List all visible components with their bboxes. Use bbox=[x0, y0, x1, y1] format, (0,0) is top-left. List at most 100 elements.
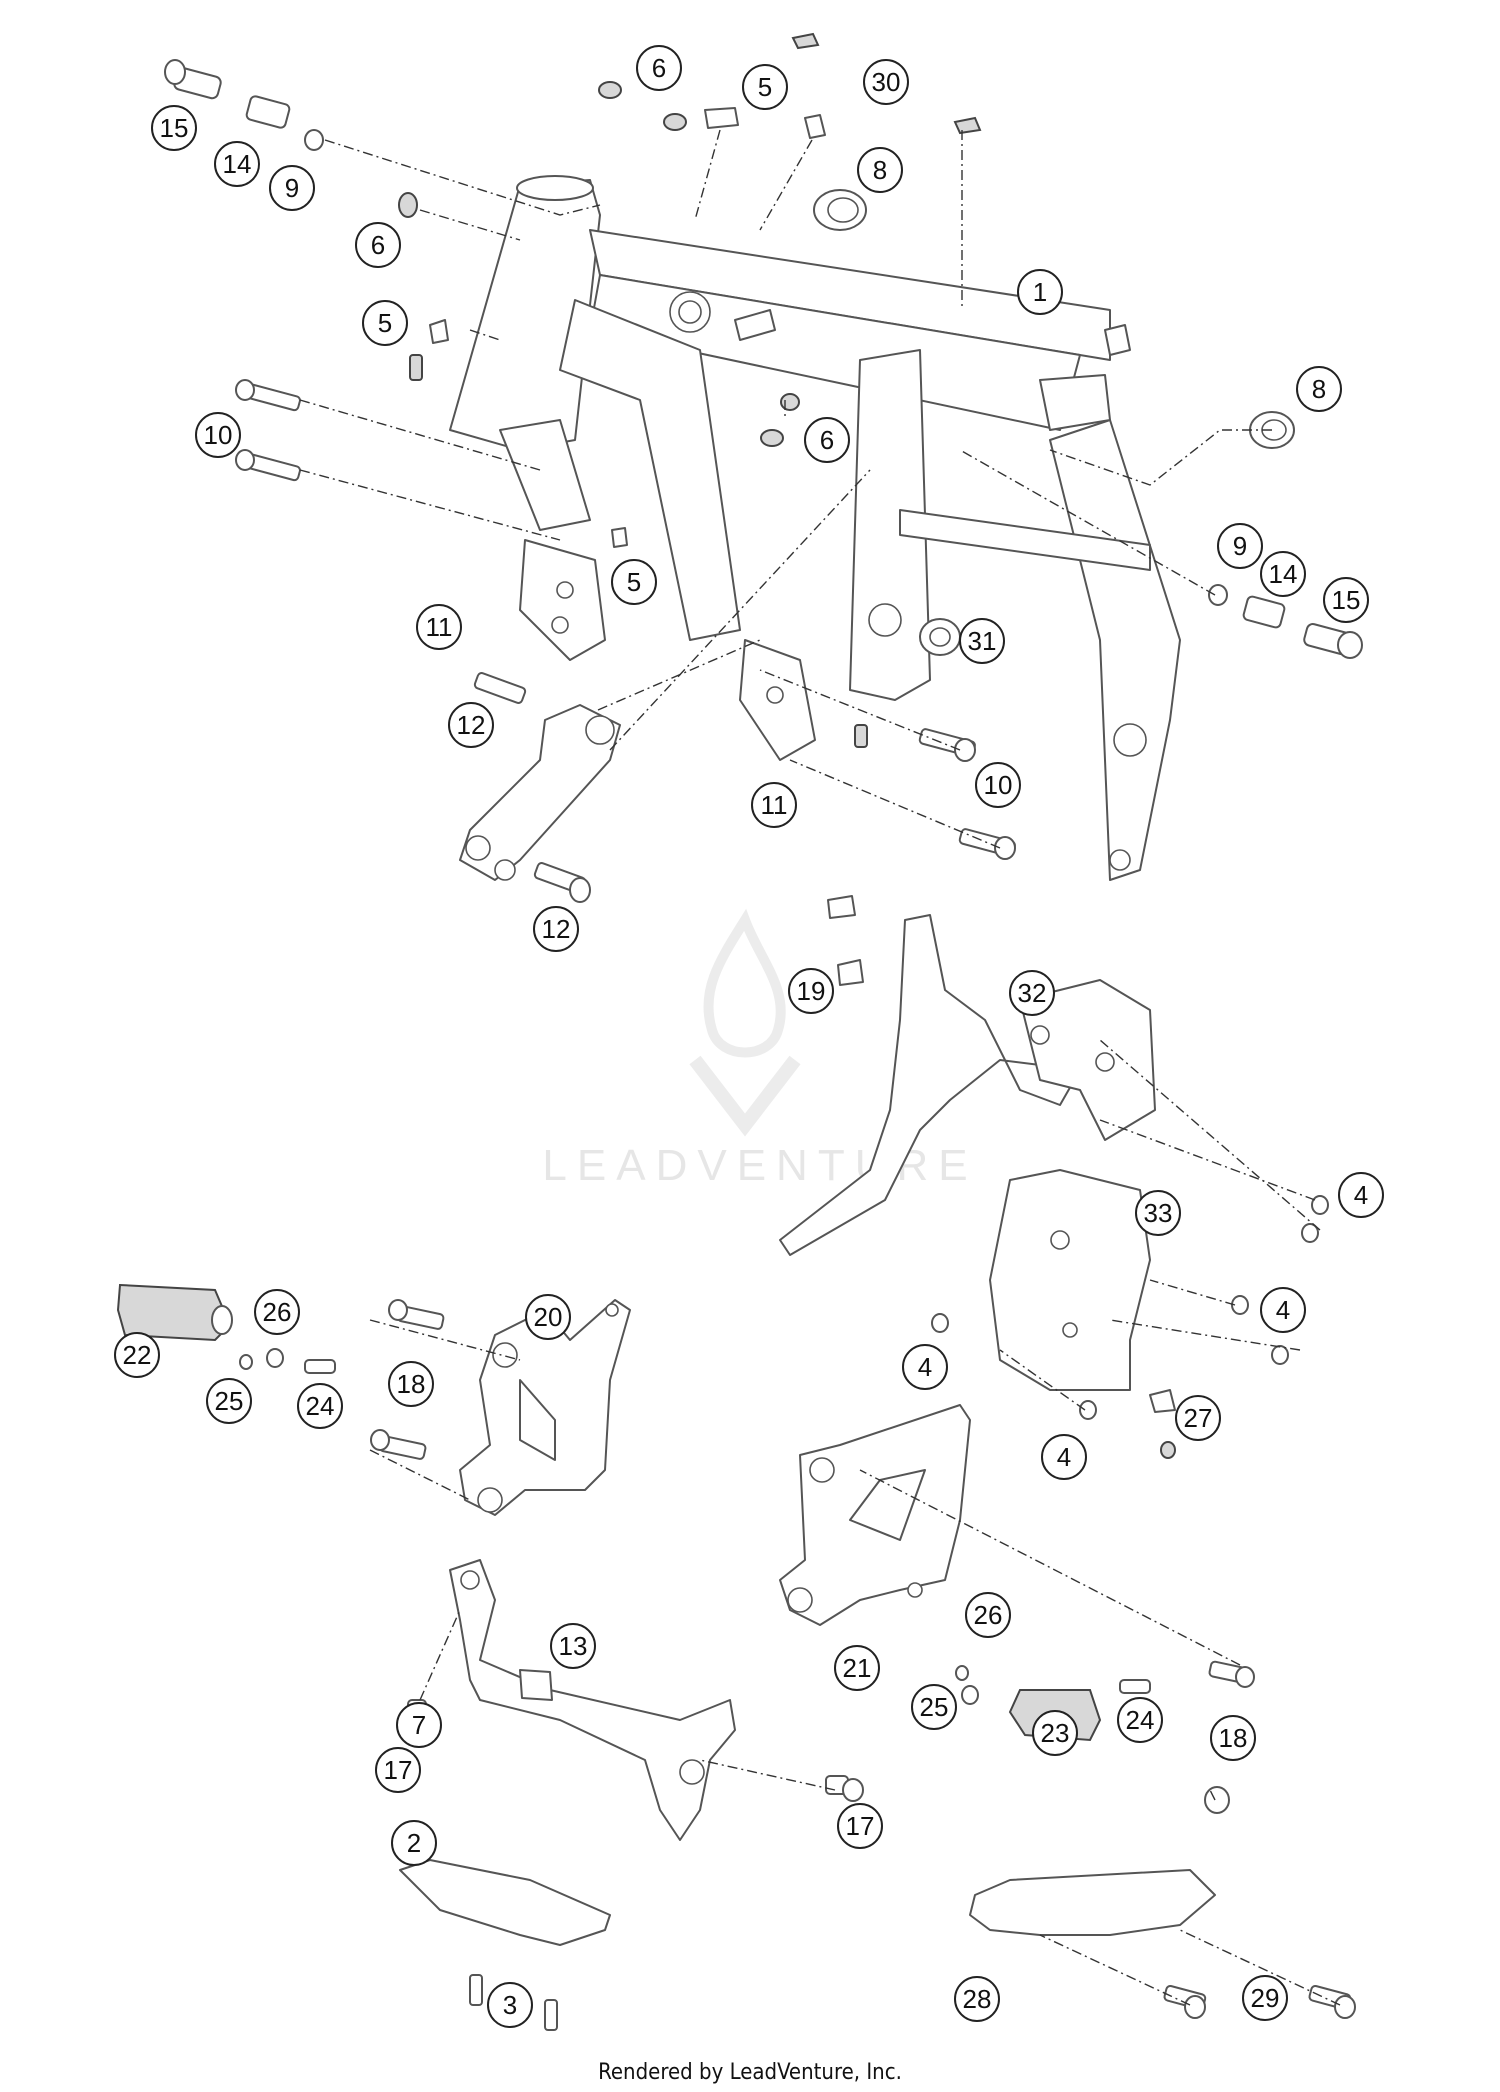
callout-26: 26 bbox=[254, 1289, 300, 1335]
callout-24: 24 bbox=[1117, 1697, 1163, 1743]
callout-4: 4 bbox=[1041, 1434, 1087, 1480]
callout-circle bbox=[975, 762, 1021, 808]
callout-number: 18 bbox=[397, 1369, 426, 1399]
callout-circle bbox=[1260, 1287, 1306, 1333]
callout-number: 9 bbox=[1233, 531, 1247, 561]
callout-circle bbox=[525, 1294, 571, 1340]
callout-circle bbox=[254, 1289, 300, 1335]
callout-circle bbox=[206, 1378, 252, 1424]
callout-number: 27 bbox=[1184, 1403, 1213, 1433]
callout-circle bbox=[487, 1982, 533, 2028]
callout-25: 25 bbox=[206, 1378, 252, 1424]
callout-14: 14 bbox=[1260, 551, 1306, 597]
callout-27: 27 bbox=[1175, 1395, 1221, 1441]
callout-circle bbox=[965, 1592, 1011, 1638]
callout-number: 2 bbox=[407, 1828, 421, 1858]
callout-number: 26 bbox=[263, 1297, 292, 1327]
callout-number: 17 bbox=[846, 1811, 875, 1841]
callout-circle bbox=[863, 59, 909, 105]
callout-18: 18 bbox=[1210, 1715, 1256, 1761]
callout-6: 6 bbox=[355, 222, 401, 268]
callout-circle bbox=[902, 1344, 948, 1390]
callout-circle bbox=[742, 64, 788, 110]
side-guards bbox=[779, 895, 1329, 1459]
callout-23: 23 bbox=[1032, 1710, 1078, 1756]
callout-15: 15 bbox=[1323, 577, 1369, 623]
callout-circle bbox=[804, 417, 850, 463]
callout-circle bbox=[1017, 269, 1063, 315]
callout-number: 22 bbox=[123, 1340, 152, 1370]
callout-number: 4 bbox=[918, 1352, 932, 1382]
callout-circle bbox=[297, 1383, 343, 1429]
callout-6: 6 bbox=[804, 417, 850, 463]
callout-number: 24 bbox=[1126, 1705, 1155, 1735]
callout-5: 5 bbox=[362, 300, 408, 346]
callout-number: 7 bbox=[412, 1710, 426, 1740]
callout-number: 25 bbox=[920, 1692, 949, 1722]
callout-number: 29 bbox=[1251, 1983, 1280, 2013]
callout-4: 4 bbox=[1338, 1172, 1384, 1218]
callout-circle bbox=[636, 45, 682, 91]
render-credit: Rendered by LeadVenture, Inc. bbox=[598, 2060, 902, 2085]
callout-number: 14 bbox=[1269, 559, 1298, 589]
callout-circle bbox=[269, 165, 315, 211]
callout-circle bbox=[1296, 366, 1342, 412]
callout-number: 6 bbox=[371, 230, 385, 260]
callout-number: 4 bbox=[1354, 1180, 1368, 1210]
callout-number: 33 bbox=[1144, 1198, 1173, 1228]
callout-3: 3 bbox=[487, 1982, 533, 2028]
callout-circle bbox=[751, 782, 797, 828]
callout-20: 20 bbox=[525, 1294, 571, 1340]
callout-number: 1 bbox=[1033, 277, 1047, 307]
callout-number: 26 bbox=[974, 1600, 1003, 1630]
callout-number: 6 bbox=[652, 53, 666, 83]
callout-circle bbox=[857, 147, 903, 193]
callout-13: 13 bbox=[550, 1623, 596, 1669]
callout-circle bbox=[611, 559, 657, 605]
callout-number: 8 bbox=[873, 155, 887, 185]
callout-5: 5 bbox=[611, 559, 657, 605]
callout-number: 15 bbox=[160, 113, 189, 143]
callout-number: 12 bbox=[542, 914, 571, 944]
callout-9: 9 bbox=[269, 165, 315, 211]
callout-circle bbox=[1041, 1434, 1087, 1480]
callout-number: 24 bbox=[306, 1391, 335, 1421]
callout-7: 7 bbox=[396, 1702, 442, 1748]
callout-11: 11 bbox=[751, 782, 797, 828]
callout-31: 31 bbox=[959, 618, 1005, 664]
callout-circle bbox=[1135, 1190, 1181, 1236]
callout-circle bbox=[550, 1623, 596, 1669]
callout-circle bbox=[1323, 577, 1369, 623]
main-frame bbox=[449, 175, 1181, 881]
callout-8: 8 bbox=[857, 147, 903, 193]
callout-28: 28 bbox=[954, 1976, 1000, 2022]
callout-number: 18 bbox=[1219, 1723, 1248, 1753]
callout-number: 23 bbox=[1041, 1718, 1070, 1748]
callout-circle bbox=[788, 968, 834, 1014]
callout-10: 10 bbox=[195, 412, 241, 458]
callout-number: 32 bbox=[1018, 978, 1047, 1008]
callout-circle bbox=[362, 300, 408, 346]
chain-guard bbox=[969, 1869, 1356, 2019]
callout-18: 18 bbox=[388, 1361, 434, 1407]
callout-number: 4 bbox=[1057, 1442, 1071, 1472]
callout-33: 33 bbox=[1135, 1190, 1181, 1236]
callout-number: 19 bbox=[797, 976, 826, 1006]
watermark-flame-icon bbox=[703, 908, 786, 1058]
callout-number: 5 bbox=[627, 567, 641, 597]
callout-circle bbox=[391, 1820, 437, 1866]
callout-circle bbox=[1260, 551, 1306, 597]
callout-4: 4 bbox=[902, 1344, 948, 1390]
callout-circle bbox=[1210, 1715, 1256, 1761]
callout-number: 25 bbox=[215, 1386, 244, 1416]
callout-8: 8 bbox=[1296, 366, 1342, 412]
callout-19: 19 bbox=[788, 968, 834, 1014]
callout-number: 11 bbox=[426, 612, 453, 642]
callout-number: 20 bbox=[534, 1302, 563, 1332]
callout-number: 10 bbox=[984, 770, 1013, 800]
callout-32: 32 bbox=[1009, 970, 1055, 1016]
callout-number: 12 bbox=[457, 710, 486, 740]
